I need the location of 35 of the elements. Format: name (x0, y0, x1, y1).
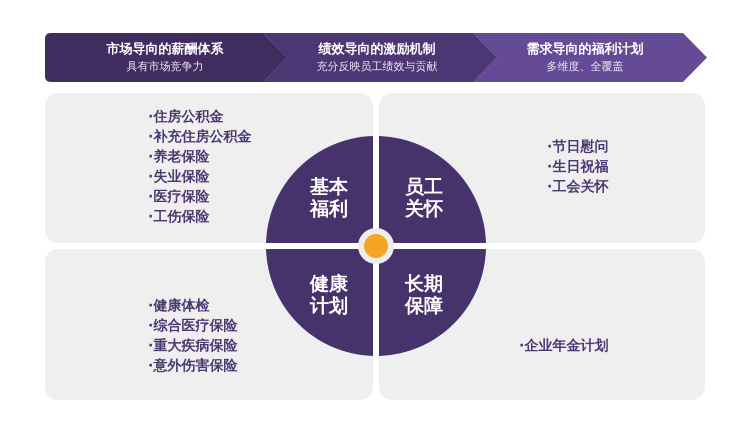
quadrant-label: 长期保障 (404, 273, 444, 317)
step-title: 需求导向的福利计划 (526, 42, 644, 58)
step-subtitle: 多维度、全覆盖 (546, 60, 624, 74)
quadrant-label: 健康计划 (308, 273, 349, 317)
chevron-step (473, 33, 707, 82)
info-panel (379, 93, 705, 243)
list-item: ·工伤保险 (148, 208, 210, 227)
list-item: ·补充住房公积金 (148, 128, 252, 147)
step-title: 绩效导向的激励机制 (317, 42, 436, 58)
list-item: ·节日慰问 (547, 138, 608, 157)
list-item: ·工会关怀 (547, 178, 608, 197)
list-item: ·养老保险 (148, 148, 210, 167)
step-subtitle: 充分反映员工绩效与贡献 (316, 60, 438, 74)
quadrant-label: 基本福利 (308, 176, 349, 220)
list-item: ·企业年金计划 (519, 337, 608, 356)
info-panel (45, 249, 373, 400)
quadrant-segment (266, 249, 373, 356)
list-item: ·医疗保险 (148, 188, 210, 207)
list-item: ·失业保险 (148, 168, 210, 187)
list-item: ·生日祝福 (547, 158, 608, 177)
list-item: ·综合医疗保险 (148, 317, 238, 336)
info-panel (379, 249, 705, 400)
chevron-step (263, 33, 497, 82)
list-item: ·健康体检 (148, 297, 210, 316)
quadrant-segment (266, 136, 373, 243)
step-subtitle: 具有市场竞争力 (126, 60, 204, 74)
quadrant-segment (379, 249, 486, 356)
quadrant-label: 员工关怀 (404, 176, 444, 220)
info-panel (45, 93, 373, 243)
list-item: ·重大疾病保险 (148, 337, 238, 356)
quadrant-segment (379, 136, 486, 243)
list-item: ·意外伤害保险 (148, 356, 238, 376)
step-title: 市场导向的薪酬体系 (106, 42, 224, 58)
chevron-step (45, 33, 287, 82)
list-item: ·住房公积金 (148, 108, 224, 127)
